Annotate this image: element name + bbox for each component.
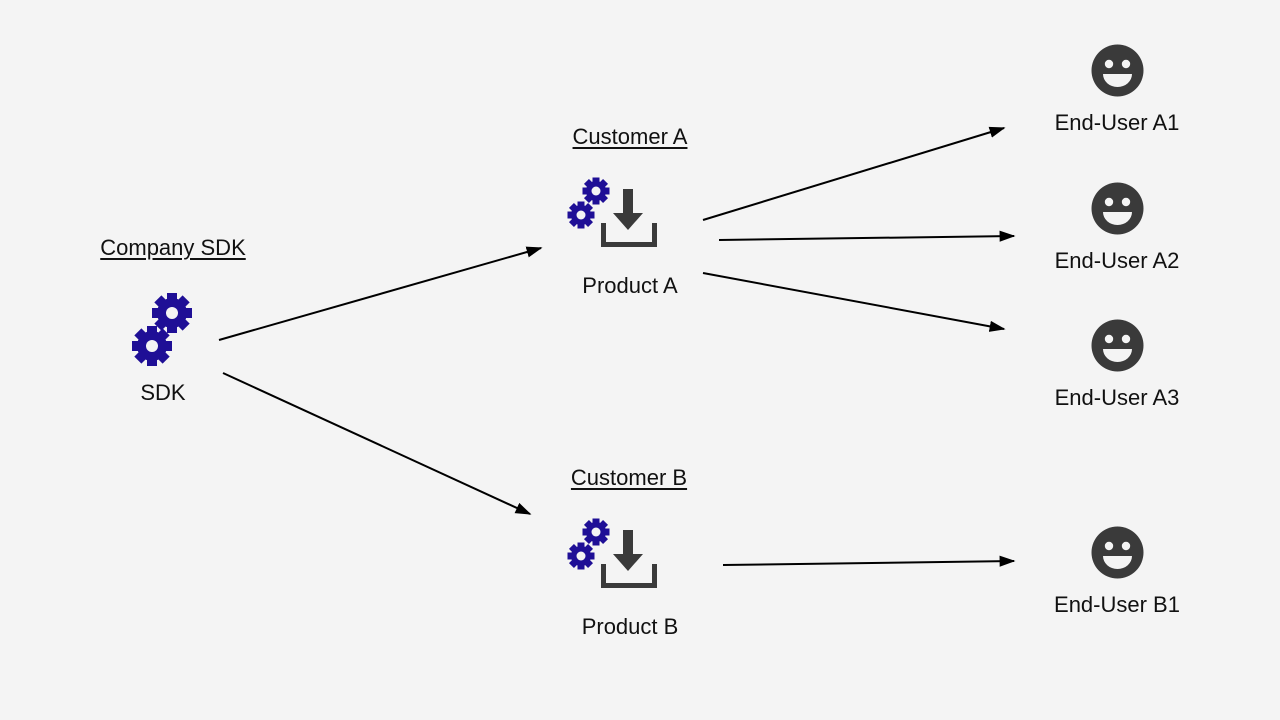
arrow-product-a-to-end-user-a3 xyxy=(702,272,1006,332)
company-sdk-title: Company SDK xyxy=(100,235,246,260)
product-a-gears-download-icon xyxy=(563,173,663,258)
arrow-product-a-to-end-user-a1 xyxy=(702,126,1006,221)
end-user-b1-label: End-User B1 xyxy=(1054,592,1180,617)
arrow-sdk-to-product-a xyxy=(218,246,543,341)
sdk-label: SDK xyxy=(140,380,186,405)
end-user-a3-smiley-icon xyxy=(1091,319,1144,377)
arrow-product-a-to-end-user-a2 xyxy=(718,230,1016,242)
arrow-sdk-to-product-b xyxy=(222,372,532,515)
customer-b-title: Customer B xyxy=(570,465,688,490)
end-user-a2-label: End-User A2 xyxy=(1054,248,1180,273)
arrow-product-b-to-end-user-b1 xyxy=(722,555,1016,567)
end-user-a1-label: End-User A1 xyxy=(1054,110,1180,135)
end-user-a2-smiley-icon xyxy=(1091,182,1144,240)
end-user-b1-smiley-icon xyxy=(1091,526,1144,584)
product-a-label: Product A xyxy=(582,273,678,298)
end-user-a1-smiley-icon xyxy=(1091,44,1144,102)
customer-a-title: Customer A xyxy=(572,124,688,149)
sdk-gears-icon xyxy=(130,292,194,371)
product-b-gears-download-icon xyxy=(563,514,663,599)
product-b-label: Product B xyxy=(581,614,679,639)
end-user-a3-label: End-User A3 xyxy=(1054,385,1180,410)
